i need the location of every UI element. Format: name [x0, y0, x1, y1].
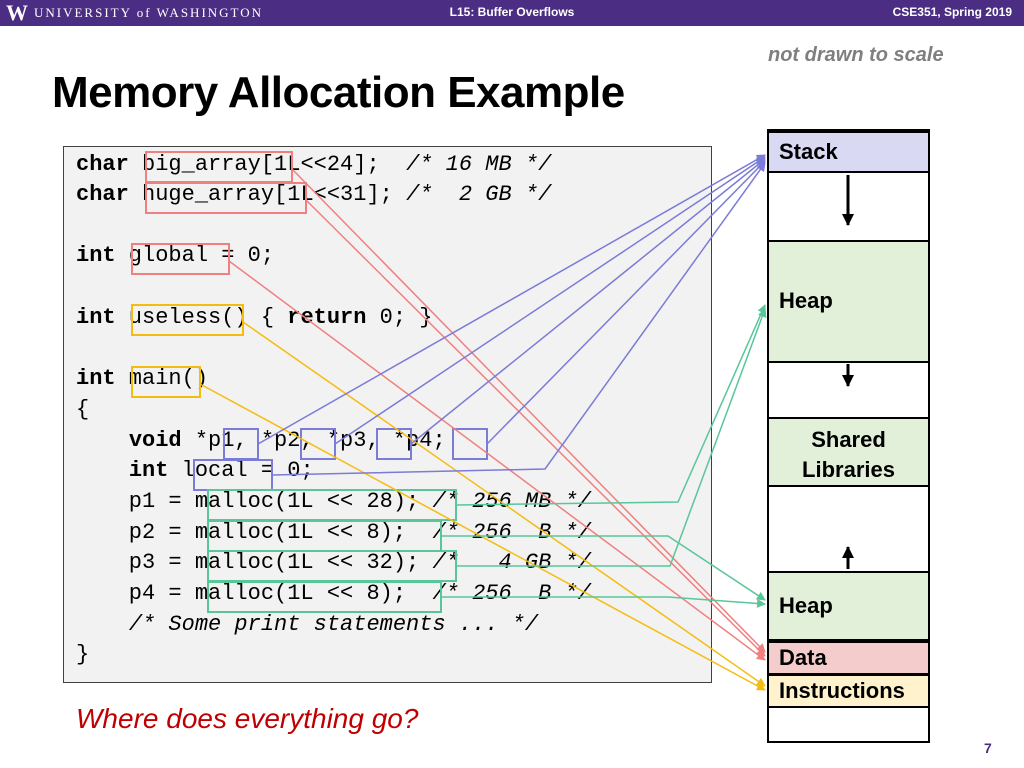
slide-title: Memory Allocation Example [52, 68, 625, 117]
segment-stack-label: Stack [779, 139, 838, 164]
code-line: int local = 0; [76, 457, 591, 488]
code-line: int global = 0; [76, 242, 591, 273]
page-number: 7 [984, 740, 992, 756]
course-label: CSE351, Spring 2019 [892, 5, 1012, 19]
highlight-huge-array [145, 182, 307, 214]
segment-heap-top-label: Heap [779, 288, 833, 313]
scale-note: not drawn to scale [768, 44, 944, 66]
segment-instructions-label: Instructions [779, 678, 905, 703]
arrow-p4-to-stack [486, 160, 766, 445]
stack-arrows [257, 154, 766, 476]
code-token: p1 = malloc(1L << 28); [76, 488, 433, 514]
code-token: { [76, 396, 90, 422]
arrow-huge-array-to-data [305, 199, 766, 657]
heap-arrows [441, 304, 767, 608]
question-text: Where does everything go? [76, 703, 419, 734]
instruction-arrows [199, 321, 766, 691]
code-line: p4 = malloc(1L << 8); /* 256 B */ [76, 580, 591, 611]
code-token: /* 256 MB */ [432, 488, 591, 514]
code-token: /* 256 B */ [432, 519, 591, 545]
code-token: huge_array[1L<<31]; [128, 182, 407, 207]
segment-shared-label: Shared Libraries [802, 427, 895, 482]
arrow-global-to-data [228, 260, 766, 661]
arrow-malloc-p2-to-heap [441, 535, 766, 601]
data-arrows [228, 168, 766, 661]
code-token: int [76, 304, 116, 330]
code-token: /* 16 MB */ [406, 152, 552, 177]
segment-shared-libraries: Shared Libraries [767, 417, 930, 487]
arrow-malloc-p1-to-heap [455, 304, 766, 506]
code-token: /* Some print statements ... */ [128, 611, 539, 637]
highlight-useless [131, 304, 244, 336]
code-token: useless() { [115, 304, 288, 330]
arrow-malloc-p3-to-heap [456, 308, 767, 567]
code-token: big_array[1L<<24]; [128, 152, 407, 177]
arrow-main-to-instructions [199, 383, 766, 691]
code-token: 0; } [366, 304, 433, 330]
segment-data-label: Data [779, 645, 827, 670]
code-token: } [76, 642, 90, 668]
arrow-big-array-to-data [291, 168, 766, 653]
code-token: int [76, 243, 116, 269]
arrow-malloc-p4-to-heap [441, 596, 766, 608]
code-token: char [76, 182, 129, 207]
highlight-main [131, 366, 201, 398]
segment-heap-bottom-label: Heap [779, 593, 833, 618]
code-token: /* 256 B */ [432, 580, 591, 606]
code-line: p2 = malloc(1L << 8); /* 256 B */ [76, 519, 591, 550]
arrow-local-to-stack [271, 162, 766, 476]
code-box [63, 146, 712, 683]
lecture-title: L15: Buffer Overflows [449, 5, 575, 19]
code-token: /* 2 GB */ [406, 182, 552, 207]
arrow-p3-to-stack [410, 158, 766, 445]
code-line: char big_array[1L<<24]; /* 16 MB */ [76, 151, 591, 181]
arrow-p1-to-stack [257, 154, 766, 445]
code-token: char [76, 152, 129, 177]
code-listing: char big_array[1L<<24]; /* 16 MB */char … [76, 151, 591, 672]
code-line: /* Some print statements ... */ [76, 611, 591, 642]
uw-logo: W [6, 0, 28, 25]
code-token: p4 = malloc(1L << 8); [76, 580, 433, 606]
code-token: local = 0; [168, 458, 314, 484]
code-token: int [128, 458, 169, 484]
segment-heap-bottom: Heap [767, 571, 930, 641]
highlight-global [131, 243, 230, 275]
code-token: p2 = malloc(1L << 8); [76, 519, 433, 545]
code-line: { [76, 396, 591, 427]
code-token: main() [115, 366, 209, 392]
code-line: } [76, 641, 591, 672]
code-token: p3 = malloc(1L << 32); [76, 550, 433, 576]
code-line: char huge_array[1L<<31]; /* 2 GB */ [76, 181, 591, 212]
code-token: return [287, 304, 367, 330]
code-token: global = 0; [115, 243, 275, 269]
university-name: UNIVERSITY of WASHINGTON [34, 5, 264, 20]
arrow-p2-to-stack [334, 156, 766, 445]
code-token: /* 4 GB */ [432, 550, 591, 576]
code-token: void [128, 427, 182, 453]
code-line: p3 = malloc(1L << 32); /* 4 GB */ [76, 549, 591, 580]
segment-instructions: Instructions [767, 674, 930, 708]
code-line: p1 = malloc(1L << 28); /* 256 MB */ [76, 488, 591, 519]
code-line: int main() [76, 365, 591, 396]
header-bar: W UNIVERSITY of WASHINGTON L15: Buffer O… [0, 0, 1024, 26]
code-token: int [76, 366, 116, 392]
segment-heap-top: Heap [767, 240, 930, 363]
code-line: int useless() { return 0; } [76, 304, 591, 335]
segment-stack: Stack [767, 129, 930, 173]
